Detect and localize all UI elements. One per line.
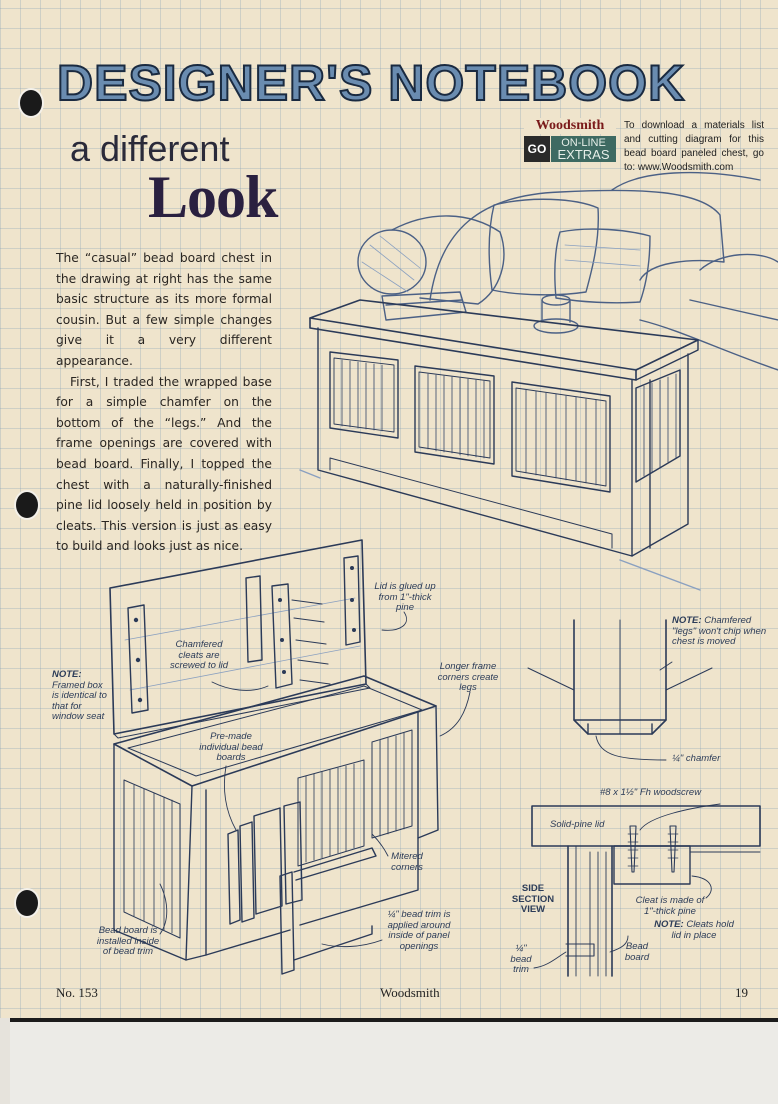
intro-paragraph-2: First, I traded the wrapped base for a s…	[56, 374, 272, 554]
scan-bottom-margin	[10, 1018, 778, 1104]
binder-hole-middle	[14, 490, 40, 520]
label-mitered-corners: Mitered corners	[391, 851, 423, 873]
note-cleats: NOTE: Cleats hold lid in place	[652, 919, 736, 941]
label-cleat-made: Cleat is made of 1"-thick pine	[635, 895, 705, 917]
label-woodscrew: #8 x 1½" Fh woodscrew	[600, 787, 702, 798]
leg-detail	[527, 619, 713, 761]
label-cleats-screwed: Chamfered cleats are screwed to lid	[169, 639, 229, 671]
notebook-page: DESIGNER'S NOTEBOOK a different Look Woo…	[0, 0, 778, 1018]
note-framed-text: Framed box is identical to that for wind…	[52, 679, 107, 722]
extras-line1: ON-LINE	[561, 137, 606, 149]
page-number: 19	[735, 985, 748, 1000]
label-longer-corners: Longer frame corners create legs	[437, 661, 499, 693]
note-cleats-label: NOTE:	[654, 919, 684, 930]
label-side-section-view: SIDE SECTION VIEW	[511, 883, 555, 915]
woodsmith-logo: Woodsmith	[524, 118, 616, 134]
article-subtitle: a different	[70, 128, 230, 169]
binder-hole-bottom	[14, 888, 40, 918]
extras-line2: EXTRAS	[557, 147, 610, 162]
label-solid-pine-lid: Solid-pine lid	[550, 819, 605, 830]
section-banner: DESIGNER'S NOTEBOOK	[56, 54, 686, 112]
label-bead-board: Bead board	[624, 941, 650, 963]
label-premade-boards: Pre-made individual bead boards	[199, 731, 263, 763]
note-cleats-text: Cleats hold lid in place	[671, 919, 734, 941]
magazine-name: Woodsmith	[380, 985, 440, 1000]
note-framed-box: NOTE:Framed box is identical to that for…	[52, 669, 110, 723]
chest-sketch	[299, 171, 778, 591]
extras-badge: ON-LINE EXTRAS	[551, 136, 616, 162]
note-legs-label: NOTE:	[672, 615, 702, 626]
intro-text: The “casual” bead board chest in the dra…	[56, 248, 272, 557]
go-badge: GO	[524, 136, 550, 162]
technical-drawings	[109, 171, 778, 977]
label-chamfer: ¼" chamfer	[672, 753, 721, 764]
online-extras-logo[interactable]: Woodsmith GO ON-LINE EXTRAS	[524, 118, 616, 164]
article-title: Look	[148, 164, 278, 230]
exploded-view	[109, 539, 471, 975]
download-note: To download a materials list and cutting…	[624, 120, 764, 173]
note-framed-label: NOTE:	[52, 669, 82, 680]
label-bead-trim-applied: ¼" bead trim is applied around inside of…	[387, 909, 451, 952]
side-section-view	[531, 803, 761, 977]
intro-paragraph-1: The “casual” bead board chest in the dra…	[56, 251, 272, 368]
label-lid-glued: Lid is glued up from 1"-thick pine	[374, 581, 436, 613]
issue-number: No. 153	[56, 985, 98, 1000]
binder-hole-top	[18, 88, 44, 118]
note-legs-text: Chamfered "legs" won't chip when chest i…	[672, 615, 767, 647]
label-bead-installed: Bead board is installed inside of bead t…	[96, 925, 160, 957]
note-chamfered-legs: NOTE: Chamfered "legs" won't chip when c…	[672, 615, 770, 648]
label-bead-trim: ¼" bead trim	[510, 943, 532, 975]
